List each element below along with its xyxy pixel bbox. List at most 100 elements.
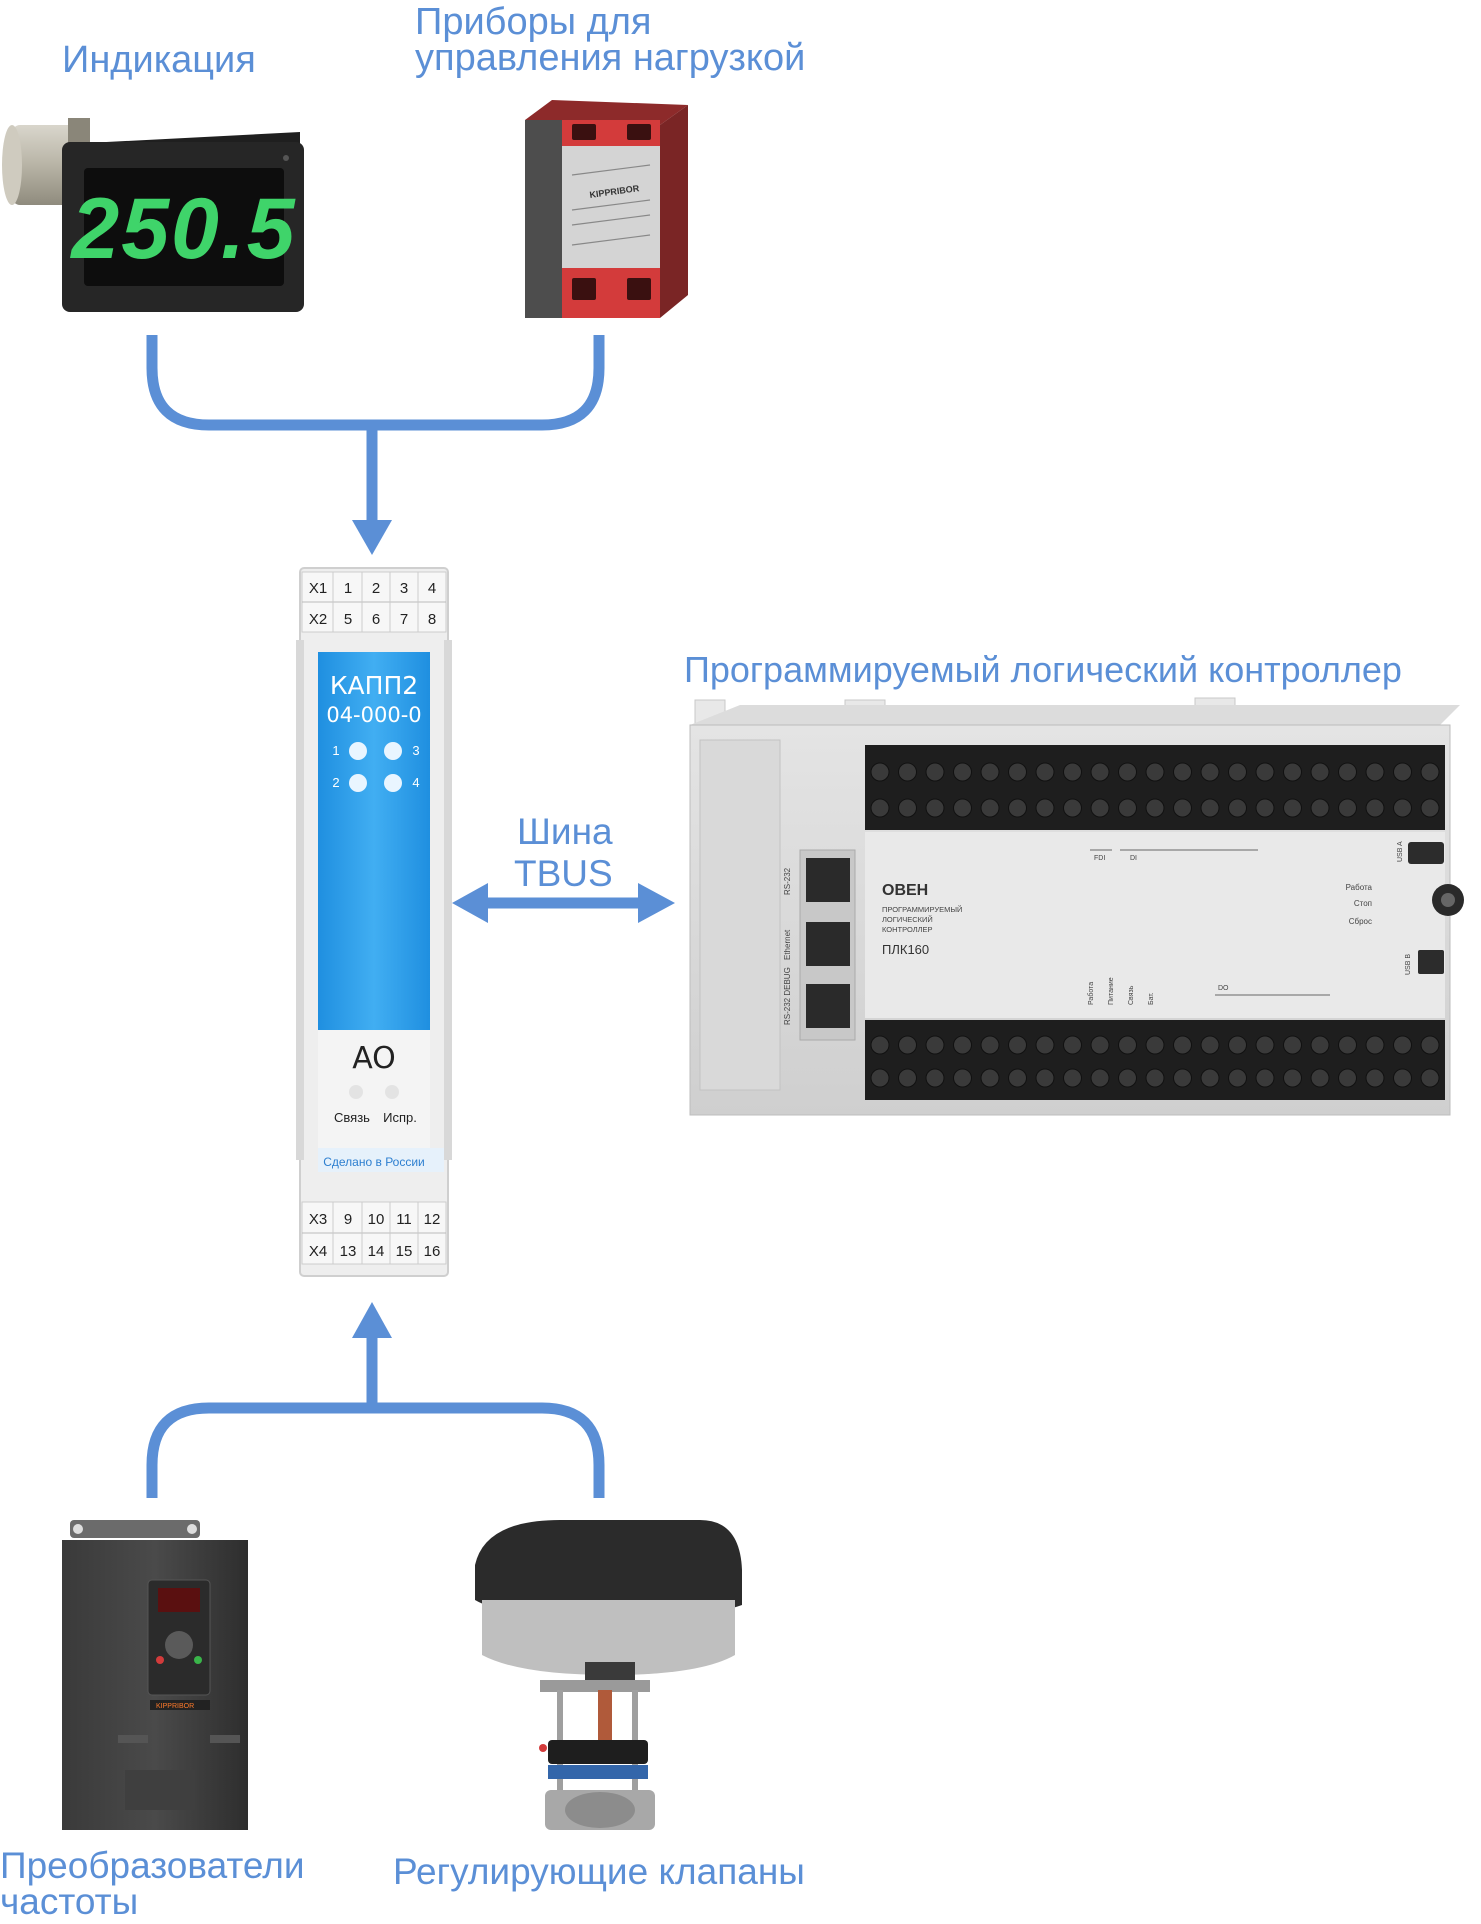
connectors	[146, 335, 640, 1498]
terminal-screw-icon	[1393, 1035, 1412, 1055]
led-indicator	[384, 742, 402, 760]
terminal-screw-icon	[1255, 1035, 1275, 1055]
terminal-screw-icon	[1420, 798, 1440, 818]
terminal-label: X2	[309, 611, 327, 628]
terminal-screw-icon	[898, 1068, 917, 1088]
arrow-up-to-module	[352, 1302, 392, 1338]
terminal-screw-icon	[1090, 1035, 1110, 1055]
terminal-screw-icon	[925, 1035, 945, 1055]
led-indicator	[349, 742, 367, 760]
terminal-screw-icon	[1255, 762, 1275, 782]
arrow-down-to-module	[352, 520, 392, 555]
terminal-screw-icon	[1228, 1035, 1247, 1055]
terminal-screw-icon	[1090, 1068, 1110, 1088]
plc-btn-label: Работа	[1346, 883, 1373, 892]
label-load-control-line2: управления нагрузкой	[415, 37, 806, 79]
terminal-screw-icon	[1173, 1035, 1192, 1055]
terminal-screw-icon	[1283, 1068, 1302, 1088]
status-led	[349, 1085, 363, 1099]
terminal-screw-icon	[1008, 762, 1027, 782]
terminal-screw-icon	[1255, 798, 1275, 818]
bus-arrow-left	[452, 883, 488, 923]
terminal-label: 4	[428, 580, 436, 597]
terminal-screw-icon	[1420, 1068, 1440, 1088]
terminal-screw-icon	[1228, 762, 1247, 782]
terminal-screw-icon	[980, 1068, 1000, 1088]
terminal-screw-icon	[980, 1035, 1000, 1055]
terminal-screw-icon	[1173, 762, 1192, 782]
module-name: КАПП2	[330, 671, 418, 700]
label-bus-line1: Шина	[517, 811, 613, 852]
plc-status-label: Работа	[1087, 982, 1095, 1005]
terminal-label: X1	[309, 580, 327, 597]
terminal-screw-icon	[1035, 798, 1055, 818]
terminal-label: 2	[372, 580, 380, 597]
led-indicator	[349, 774, 367, 792]
led-label: 4	[412, 775, 419, 790]
terminal-screw-icon	[1338, 1068, 1357, 1088]
terminal-screw-icon	[1200, 1068, 1220, 1088]
terminal-label: 10	[368, 1211, 385, 1228]
plc-status-label: Питание	[1108, 977, 1115, 1005]
terminal-label: X4	[309, 1243, 327, 1260]
rj45-port	[806, 922, 850, 966]
terminal-screw-icon	[1145, 762, 1165, 782]
terminal-label: 12	[424, 1211, 441, 1228]
terminal-screw-icon	[925, 1068, 945, 1088]
terminal-screw-icon	[870, 1068, 890, 1088]
rj45-port	[806, 858, 850, 902]
connector-bottom-join	[146, 1402, 605, 1498]
usb-b-port	[1418, 950, 1444, 974]
terminal-screw-icon	[1228, 1068, 1247, 1088]
terminal-screw-icon	[1365, 798, 1385, 818]
module-blue-panel	[318, 652, 430, 1030]
label-plc: Программируемый логический контроллер	[684, 649, 1402, 690]
terminal-screw-icon	[980, 798, 1000, 818]
terminal-label: 11	[396, 1211, 412, 1228]
terminal-screw-icon	[1200, 798, 1220, 818]
terminal-screw-icon	[1228, 798, 1247, 818]
terminal-screw-icon	[1283, 762, 1302, 782]
terminal-screw-icon	[1365, 1035, 1385, 1055]
terminal-label: 1	[344, 580, 352, 597]
terminal-screw-icon	[1283, 1035, 1302, 1055]
terminal-screw-icon	[1310, 1035, 1330, 1055]
label-bus-line2: TBUS	[514, 853, 613, 894]
terminal-screw-icon	[898, 798, 917, 818]
led-label: 2	[332, 775, 339, 790]
plc-port-label: Ethernet	[783, 929, 792, 960]
plc-model: ПЛК160	[882, 942, 929, 957]
relay-device: KIPPRIBOR	[525, 100, 688, 318]
module-type: AO	[352, 1041, 396, 1076]
terminal-label: 3	[400, 580, 408, 597]
bottom-terminal-block: X3 9 10 11 12 X4 13 14 15 16	[301, 1201, 447, 1265]
inverter-display	[158, 1588, 200, 1612]
plc-port-label: RS-232	[783, 867, 792, 895]
terminal-screw-icon	[1393, 798, 1412, 818]
plc-do-label: DO	[1218, 985, 1229, 992]
status-fault-label: Испр.	[383, 1110, 417, 1125]
plc-brand: ОВЕН	[882, 882, 928, 899]
terminal-screw-icon	[953, 798, 972, 818]
terminal-screw-icon	[1063, 762, 1082, 782]
terminal-screw-icon	[1145, 1035, 1165, 1055]
terminal-label: 15	[396, 1243, 413, 1260]
terminal-screw-icon	[1063, 1068, 1082, 1088]
inverter-brand: KIPPRIBOR	[156, 1703, 194, 1710]
plc-btn-label: Стоп	[1354, 899, 1372, 908]
terminal-label: 13	[340, 1243, 357, 1260]
plc-bottom-terminals	[870, 1035, 1440, 1088]
terminal-label: X3	[309, 1211, 327, 1228]
led-label: 1	[332, 743, 339, 758]
top-terminal-block: X1 1 2 3 4 X2 5 6 7 8	[301, 571, 447, 633]
terminal-screw-icon	[1338, 1035, 1357, 1055]
status-link-label: Связь	[334, 1110, 370, 1125]
rj45-port	[806, 984, 850, 1028]
terminal-screw-icon	[1118, 798, 1137, 818]
label-freq-line2: частоты	[0, 1881, 139, 1922]
terminal-screw-icon	[1310, 798, 1330, 818]
valve-actuator-device	[475, 1520, 742, 1830]
led-indicator	[384, 774, 402, 792]
terminal-screw-icon	[1200, 762, 1220, 782]
terminal-screw-icon	[1063, 1035, 1082, 1055]
